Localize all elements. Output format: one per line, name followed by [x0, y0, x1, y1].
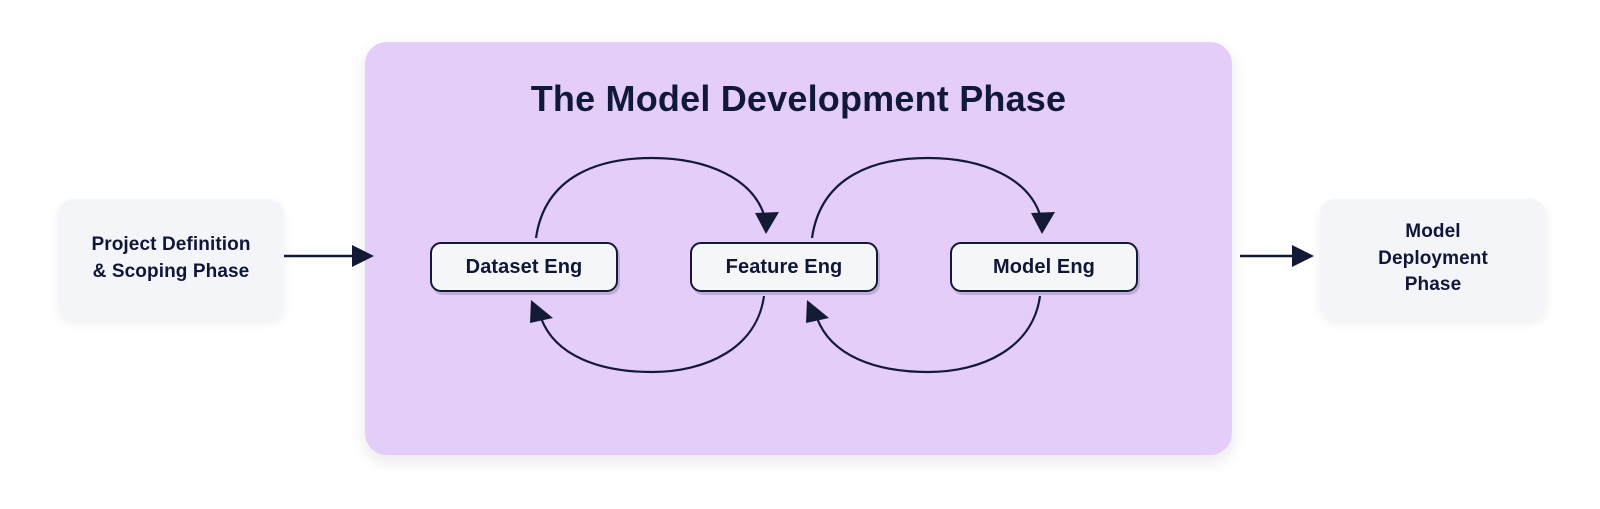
deployment-phase-line-2: Deployment	[1378, 247, 1488, 269]
panel-title: The Model Development Phase	[530, 78, 1067, 119]
step-label-dataset-eng: Dataset Eng	[465, 255, 583, 278]
step-box-dataset-eng[interactable]: Dataset Eng	[430, 242, 618, 292]
model-deployment-phase-box: Model Deployment Phase	[1320, 199, 1546, 319]
project-definition-scoping-phase-box: Project Definition & Scoping Phase	[58, 199, 284, 319]
deployment-phase-line-3: Phase	[1404, 274, 1462, 296]
step-box-model-eng[interactable]: Model Eng	[950, 242, 1138, 292]
step-label-model-eng: Model Eng	[992, 255, 1095, 278]
entry-arrow-icon	[284, 245, 374, 267]
deployment-phase-line-1: Model	[1405, 220, 1461, 242]
exit-arrow-icon	[1240, 245, 1314, 267]
project-phase-line-1: Project Definition	[91, 234, 251, 256]
project-phase-line-2: & Scoping Phase	[92, 261, 250, 282]
project-phase-text: Project Definition & Scoping Phase	[91, 232, 250, 286]
step-box-feature-eng[interactable]: Feature Eng	[690, 242, 878, 292]
step-label-feature-eng: Feature Eng	[725, 255, 843, 278]
deployment-phase-text: Model Deployment Phase	[1378, 219, 1488, 300]
